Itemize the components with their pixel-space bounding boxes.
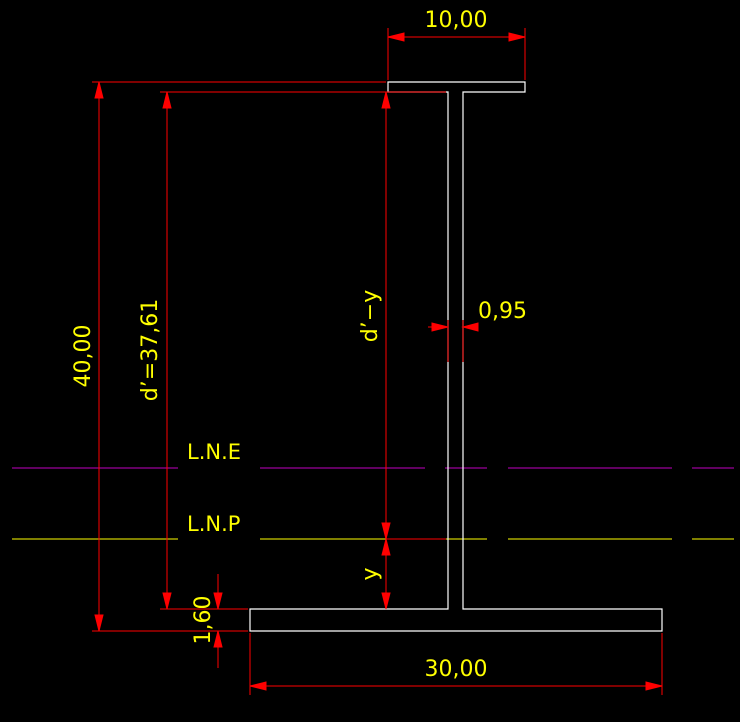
web-height-label: d’=37,61 bbox=[138, 299, 163, 401]
web-thickness-dimension bbox=[428, 320, 479, 362]
lower-segment-label: y bbox=[358, 567, 383, 580]
total-height-label: 40,00 bbox=[71, 325, 96, 388]
bottom-flange-width-dimension bbox=[249, 633, 663, 695]
web-thickness-label: 0,95 bbox=[478, 299, 527, 324]
bottom-flange-thickness-dimension bbox=[213, 574, 248, 668]
total-height-dimension bbox=[92, 81, 386, 632]
upper-segment-dimension bbox=[381, 91, 446, 540]
bottom-flange-thickness-label: 1,60 bbox=[191, 596, 216, 645]
top-flange-width-dimension bbox=[387, 28, 526, 80]
upper-segment-label: d’−y bbox=[358, 290, 383, 342]
i-beam-outline bbox=[249, 81, 663, 632]
bottom-flange-width-label: 30,00 bbox=[425, 657, 488, 682]
plastic-neutral-axis-label: L.N.P bbox=[187, 512, 240, 536]
elastic-neutral-axis-label: L.N.E bbox=[187, 440, 241, 464]
top-flange-width-label: 10,00 bbox=[425, 8, 488, 33]
lower-segment-dimension bbox=[381, 538, 391, 610]
